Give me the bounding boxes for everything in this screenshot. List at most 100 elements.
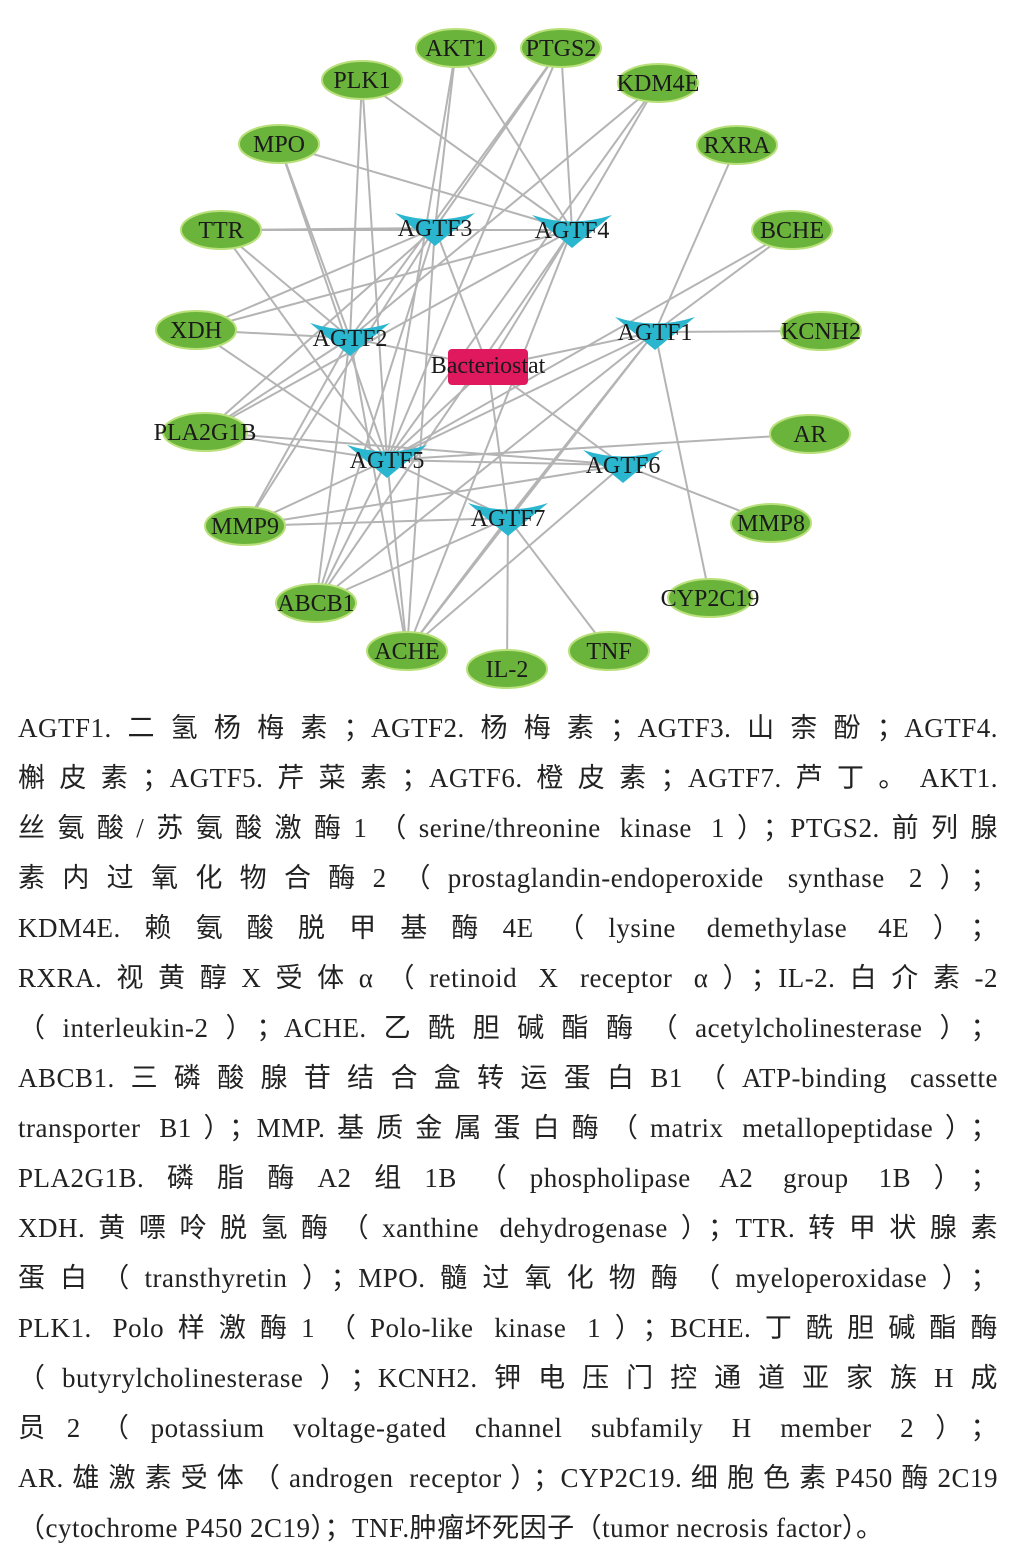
edge-AGTF1-CYP2C19 bbox=[654, 331, 711, 599]
caption-line: KDM4E.赖氨酸脱甲基酶4E（lysine demethylase 4E）； bbox=[18, 913, 998, 943]
edge-AGTF5-MPO bbox=[278, 143, 388, 461]
edge-AGTF1-RXRA bbox=[654, 144, 738, 333]
edge-AGTF2-ACHE bbox=[349, 337, 408, 652]
edge-AGTF6-MMP9 bbox=[244, 464, 624, 527]
node-label: MMP8 bbox=[737, 511, 805, 537]
target-node-rxra[interactable]: RXRA bbox=[696, 125, 778, 165]
compound-node-agtf7[interactable]: AGTF7 bbox=[468, 503, 548, 536]
target-node-mpo[interactable]: MPO bbox=[238, 124, 320, 164]
ellipse-shape bbox=[204, 506, 286, 546]
node-label: AGTF3 bbox=[398, 216, 473, 242]
target-node-plk1[interactable]: PLK1 bbox=[321, 60, 403, 100]
v-shape bbox=[347, 445, 427, 478]
node-label: CYP2C19 bbox=[661, 586, 760, 612]
compound-node-agtf2[interactable]: AGTF2 bbox=[310, 323, 390, 356]
edge-AGTF5-ACHE bbox=[386, 459, 408, 652]
compound-node-agtf6[interactable]: AGTF6 bbox=[583, 450, 663, 483]
node-label: IL-2 bbox=[486, 657, 529, 683]
edge-AGTF7-MMP9 bbox=[244, 517, 509, 527]
node-label: KDM4E bbox=[617, 71, 700, 97]
ellipse-shape bbox=[162, 412, 248, 452]
target-node-ar[interactable]: AR bbox=[769, 414, 851, 454]
caption-line: 员2（potassium voltage-gated channel subfa… bbox=[18, 1413, 998, 1443]
node-label: ABCB1 bbox=[277, 591, 354, 617]
target-node-il-2[interactable]: IL-2 bbox=[466, 649, 548, 689]
target-node-ptgs2[interactable]: PTGS2 bbox=[520, 28, 602, 68]
caption-line: RXRA.视黄醇X受体α（retinoid X receptor α）；IL-2… bbox=[18, 963, 998, 993]
ellipse-shape bbox=[321, 60, 403, 100]
edge-AGTF7-TNF bbox=[507, 517, 610, 652]
v-shape bbox=[583, 450, 663, 483]
target-node-akt1[interactable]: AKT1 bbox=[415, 28, 497, 68]
caption-line: ABCB1.三磷酸腺苷结合盒转运蛋白B1（ATP-binding cassett… bbox=[18, 1063, 998, 1093]
edge-AGTF6-ACHE bbox=[406, 464, 624, 652]
node-label: AGTF5 bbox=[350, 448, 425, 474]
ellipse-shape bbox=[238, 124, 320, 164]
edge-AGTF2-TTR bbox=[220, 229, 351, 339]
node-label: PLA2G1B bbox=[154, 420, 257, 446]
caption-line: transporter B1）；MMP.基质金属蛋白酶（matrix metal… bbox=[18, 1113, 998, 1143]
target-node-tnf[interactable]: TNF bbox=[568, 631, 650, 671]
node-label: MPO bbox=[253, 132, 305, 158]
ellipse-shape bbox=[780, 311, 862, 351]
target-node-mmp8[interactable]: MMP8 bbox=[730, 503, 812, 543]
node-label: AGTF4 bbox=[535, 218, 610, 244]
caption-line: AGTF1.二氢杨梅素；AGTF2.杨梅素；AGTF3.山柰酚；AGTF4. bbox=[18, 713, 998, 743]
edge-Bacteriostat-AGTF4 bbox=[487, 229, 573, 368]
figure-caption: AGTF1.二氢杨梅素；AGTF2.杨梅素；AGTF3.山柰酚；AGTF4.槲皮… bbox=[18, 703, 998, 1553]
node-label: BCHE bbox=[760, 218, 824, 244]
node-label: ACHE bbox=[374, 639, 439, 665]
ellipse-shape bbox=[667, 578, 753, 618]
ellipse-shape bbox=[415, 28, 497, 68]
ellipse-shape bbox=[155, 310, 237, 350]
target-node-pla2g1b[interactable]: PLA2G1B bbox=[154, 412, 257, 452]
ellipse-shape bbox=[568, 631, 650, 671]
node-label: MMP9 bbox=[211, 514, 279, 540]
target-node-bche[interactable]: BCHE bbox=[751, 210, 833, 250]
edge-AGTF4-KDM4E bbox=[571, 82, 659, 231]
node-label: TTR bbox=[198, 218, 243, 244]
edge-AGTF2-PTGS2 bbox=[349, 47, 562, 339]
node-label: AKT1 bbox=[425, 36, 486, 62]
edge-AGTF4-PLA2G1B bbox=[204, 229, 573, 433]
edge-AGTF4-AKT1 bbox=[455, 47, 573, 231]
target-node-ttr[interactable]: TTR bbox=[180, 210, 262, 250]
edge-AGTF4-MPO bbox=[278, 143, 573, 231]
v-shape bbox=[310, 323, 390, 356]
edge-AGTF4-ACHE bbox=[406, 229, 573, 652]
compound-node-agtf5[interactable]: AGTF5 bbox=[347, 445, 427, 478]
edge-AGTF4-XDH bbox=[195, 229, 573, 331]
ellipse-shape bbox=[696, 125, 778, 165]
target-node-kdm4e[interactable]: KDM4E bbox=[617, 63, 700, 103]
ellipse-shape bbox=[366, 631, 448, 671]
compound-node-agtf4[interactable]: AGTF4 bbox=[532, 215, 612, 248]
target-node-mmp9[interactable]: MMP9 bbox=[204, 506, 286, 546]
node-label: AGTF6 bbox=[586, 453, 661, 479]
target-node-abcb1[interactable]: ABCB1 bbox=[275, 583, 357, 623]
node-label: TNF bbox=[586, 639, 631, 665]
edge-AGTF5-AR bbox=[386, 433, 811, 461]
edge-AGTF5-AKT1 bbox=[386, 47, 457, 461]
node-label: KCNH2 bbox=[781, 319, 861, 345]
edge-AGTF4-ABCB1 bbox=[315, 229, 573, 604]
ellipse-shape bbox=[751, 210, 833, 250]
center-node-bacteriostat[interactable]: Bacteriostat bbox=[431, 349, 546, 385]
edge-AGTF5-PLK1 bbox=[361, 79, 388, 461]
edge-AGTF3-AKT1 bbox=[434, 47, 457, 229]
compound-node-agtf1[interactable]: AGTF1 bbox=[615, 317, 695, 350]
ellipse-shape bbox=[466, 649, 548, 689]
edge-AGTF7-IL-2 bbox=[506, 517, 509, 670]
edge-AGTF1-AGTF5 bbox=[386, 331, 656, 461]
edge-AGTF5-BCHE bbox=[386, 229, 793, 461]
target-node-kcnh2[interactable]: KCNH2 bbox=[780, 311, 862, 351]
ellipse-shape bbox=[275, 583, 357, 623]
target-node-cyp2c19[interactable]: CYP2C19 bbox=[661, 578, 760, 618]
node-label: AR bbox=[793, 422, 826, 448]
target-node-ache[interactable]: ACHE bbox=[366, 631, 448, 671]
target-node-xdh[interactable]: XDH bbox=[155, 310, 237, 350]
caption-line: AR.雄激素受体（androgen receptor）；CYP2C19.细胞色素… bbox=[18, 1463, 998, 1493]
edge-AGTF7-AGTF1 bbox=[507, 331, 656, 519]
compound-node-agtf3[interactable]: AGTF3 bbox=[395, 213, 475, 246]
edge-AGTF7-ABCB1 bbox=[315, 517, 509, 604]
